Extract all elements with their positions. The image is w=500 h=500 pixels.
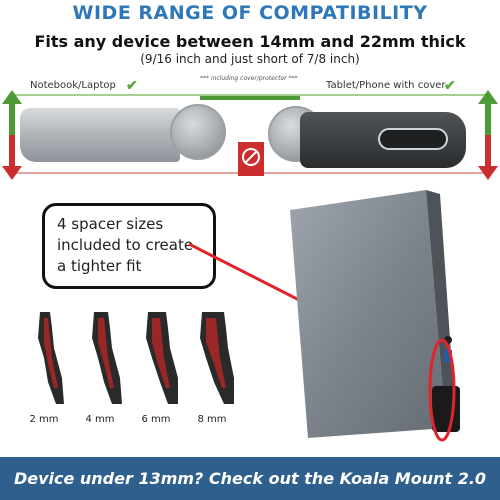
spacer-4mm <box>76 308 124 408</box>
cover-note: *** including cover/protector *** <box>200 75 298 82</box>
page-subtitle: Fits any device between 14mm and 22mm th… <box>34 32 466 51</box>
page-title: WIDE RANGE OF COMPATIBILITY <box>72 2 428 24</box>
spacer-label: 6 mm <box>141 414 171 425</box>
banner-text: Device under 13mm? Check out the Koala M… <box>13 469 487 488</box>
thickness-arrow-icon <box>478 90 498 180</box>
spacer-icon <box>92 312 122 404</box>
phone-camera-slot <box>378 128 448 150</box>
spacer-8mm <box>188 308 236 408</box>
koala-mount-banner[interactable]: Device under 13mm? Check out the Koala M… <box>0 457 500 500</box>
prohibited-icon <box>242 148 260 166</box>
check-icon: ✔ <box>126 77 138 93</box>
callout-line: a tighter fit <box>57 257 142 275</box>
spacer-callout: 4 spacer sizes included to create a tigh… <box>42 203 216 289</box>
spacer-2mm <box>20 308 68 408</box>
spacer-set: 2 mm 4 mm 6 mm 8 mm <box>20 308 250 438</box>
tablet-label: Tablet/Phone with cover <box>326 80 446 91</box>
callout-line: included to create <box>57 236 194 254</box>
callout-line: 4 spacer sizes <box>57 215 164 233</box>
max-thickness-line <box>14 94 486 96</box>
spacer-icon <box>146 312 178 404</box>
size-note: (9/16 inch and just short of 7/8 inch) <box>140 52 360 66</box>
laptop-label: Notebook/Laptop <box>30 80 116 91</box>
spacer-label: 2 mm <box>29 414 59 425</box>
mounted-laptop-image <box>290 190 460 442</box>
spacer-label: 8 mm <box>197 414 227 425</box>
laptop-edge-image <box>20 108 180 162</box>
thickness-arrow-icon <box>2 90 22 180</box>
coin-image <box>170 104 226 160</box>
spacer-icon <box>200 312 234 404</box>
fit-indicator-bar <box>200 96 300 100</box>
check-icon: ✔ <box>444 77 456 93</box>
spacer-6mm <box>132 308 180 408</box>
compatibility-strip: Notebook/Laptop ✔ *** including cover/pr… <box>0 68 500 186</box>
spacer-icon <box>38 312 64 404</box>
spacer-label: 4 mm <box>85 414 115 425</box>
